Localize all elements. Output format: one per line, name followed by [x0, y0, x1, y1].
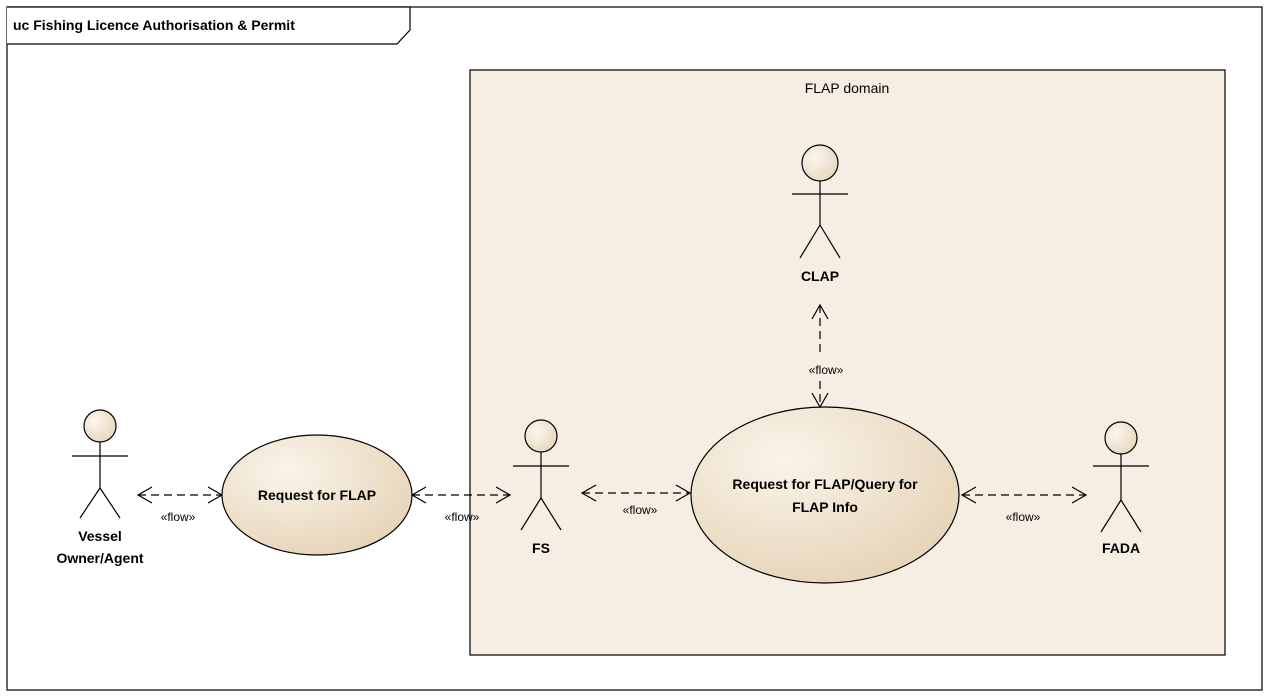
actor-fada[interactable]: [1093, 421, 1149, 533]
actor-fs-label: FS: [532, 540, 550, 556]
flow-label-1: «flow»: [161, 510, 196, 524]
flow-label-2: «flow»: [445, 510, 480, 524]
boundary-title: FLAP domain: [805, 80, 890, 96]
usecase-request-query-flap-label-1: Request for FLAP/Query for: [732, 476, 918, 492]
flow-label-3: «flow»: [623, 503, 658, 517]
actor-vessel-label-1: Vessel: [78, 528, 122, 544]
actor-clap-label: CLAP: [801, 268, 839, 284]
frame-title: uc Fishing Licence Authorisation & Permi…: [13, 17, 295, 33]
usecase-request-flap[interactable]: [221, 434, 413, 556]
usecase-request-query-flap-label-2: FLAP Info: [792, 499, 858, 515]
flow-label-4: «flow»: [1006, 510, 1041, 524]
usecase-request-flap-label: Request for FLAP: [258, 487, 376, 503]
actor-clap[interactable]: [792, 144, 848, 259]
flow-fs-query: [580, 484, 692, 502]
flow-label-5: «flow»: [809, 363, 844, 377]
usecase-request-query-flap[interactable]: [690, 406, 960, 584]
actor-fs[interactable]: [513, 419, 569, 531]
flow-query-fada: [960, 486, 1088, 504]
actor-fada-label: FADA: [1102, 540, 1140, 556]
actor-vessel-label-2: Owner/Agent: [56, 550, 143, 566]
frame-title-tab: [7, 6, 411, 45]
actor-vessel-owner-agent[interactable]: [72, 409, 128, 519]
